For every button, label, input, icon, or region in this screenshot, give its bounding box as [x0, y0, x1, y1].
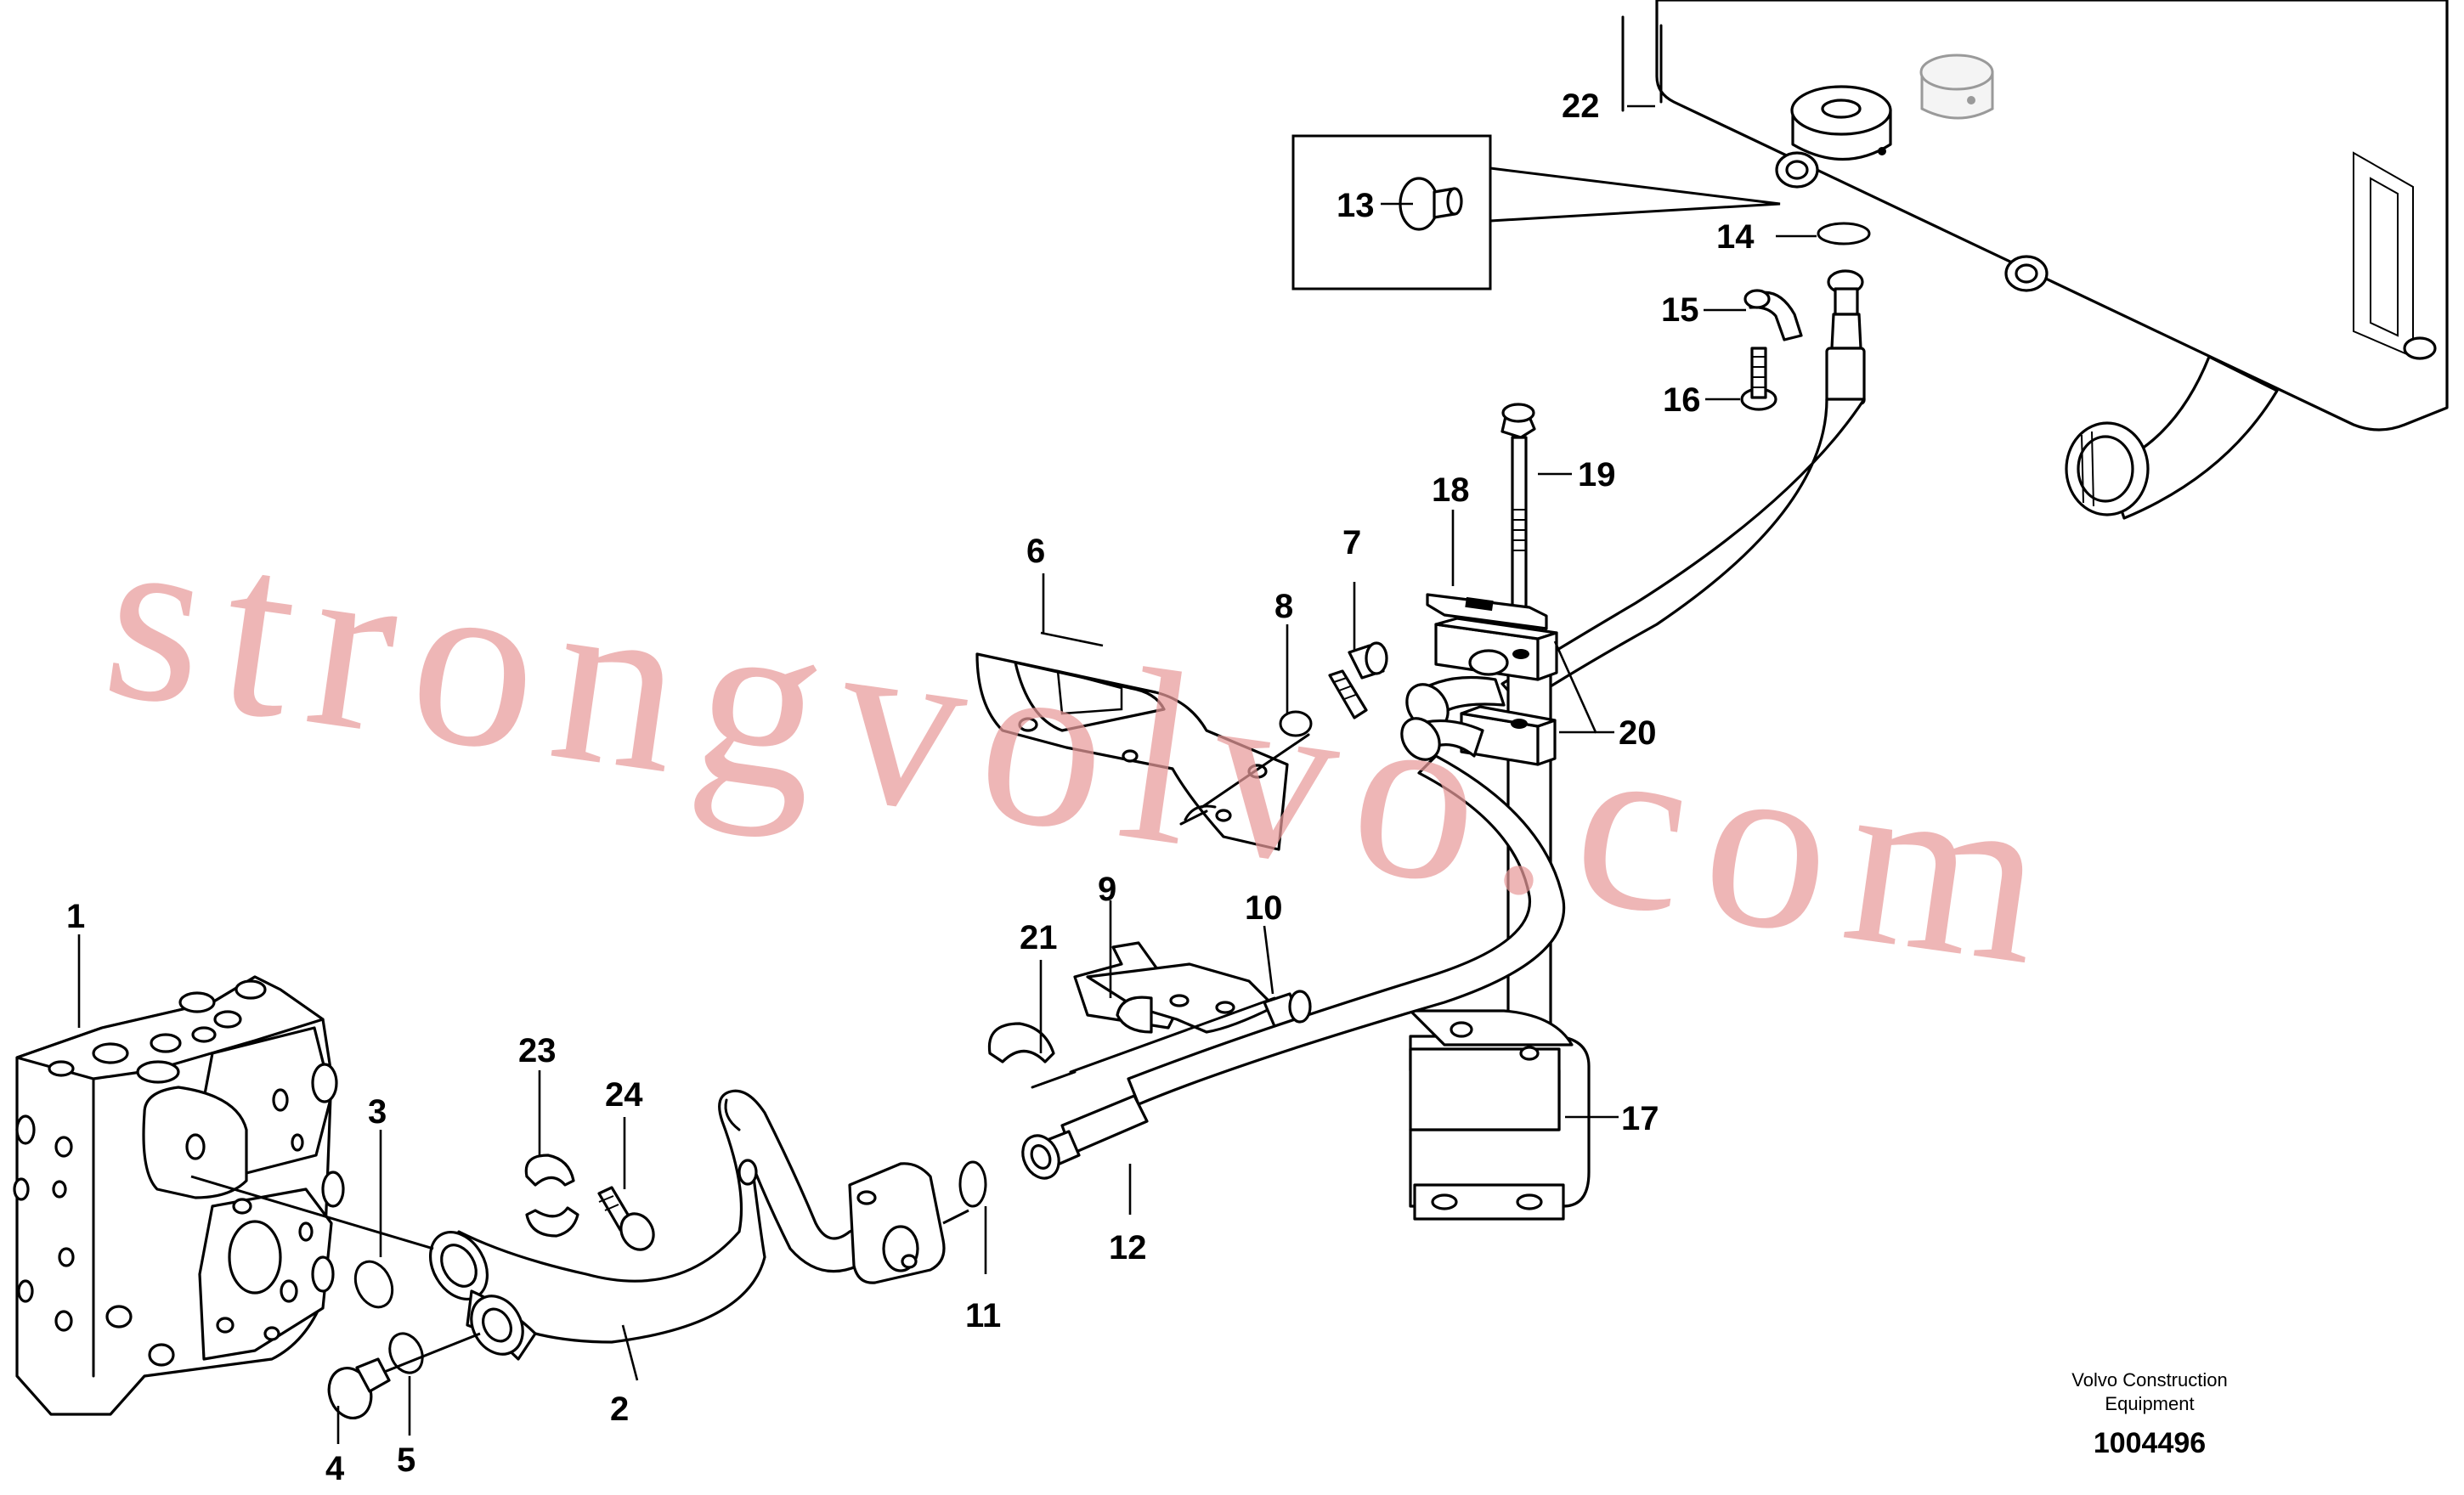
callout-18: 18 [1432, 471, 1470, 509]
upper-hose-assembly [1500, 222, 1871, 707]
callout-13: 13 [1337, 187, 1375, 224]
callout-9: 9 [1098, 871, 1116, 908]
callout-8: 8 [1274, 588, 1293, 625]
pipe-assembly-2 [190, 1089, 969, 1419]
callout-6: 6 [1026, 533, 1045, 570]
hydraulic-tank [1621, 0, 2449, 520]
callout-1: 1 [66, 898, 85, 935]
credit-line-2: Equipment [2105, 1393, 2194, 1414]
callout-7: 7 [1342, 524, 1361, 561]
leader-lines [77, 104, 1817, 1444]
callout-24: 24 [605, 1076, 643, 1114]
callout-15: 15 [1661, 291, 1699, 329]
watermark-text: strongvolvo.com [91, 475, 2079, 1019]
inset-detail-box [1291, 134, 1781, 291]
callout-14: 14 [1716, 218, 1755, 256]
clamp-assembly-18-19-20 [1400, 403, 1558, 766]
bolt-7-washer-8 [1279, 641, 1388, 737]
callout-20: 20 [1619, 714, 1657, 752]
callout-3: 3 [368, 1093, 387, 1131]
bracket-9-clamp-21 [987, 941, 1312, 1089]
callout-12: 12 [1109, 1229, 1147, 1267]
control-valve-block-1 [13, 975, 345, 1416]
hose-12 [958, 754, 1566, 1208]
bracket-6 [975, 652, 1310, 851]
callout-21: 21 [1020, 919, 1058, 956]
callout-4: 4 [325, 1450, 345, 1487]
callout-23: 23 [518, 1032, 557, 1069]
callout-5: 5 [397, 1441, 415, 1479]
callout-17: 17 [1621, 1100, 1659, 1137]
callout-10: 10 [1245, 889, 1283, 927]
credit-line-1: Volvo Construction [2071, 1369, 2227, 1391]
callout-22: 22 [1562, 87, 1600, 125]
callout-16: 16 [1663, 381, 1701, 419]
callout-labels: 1 2 3 4 5 6 7 8 9 10 11 12 13 14 15 16 1… [66, 87, 1755, 1487]
callout-11: 11 [965, 1297, 1001, 1334]
callout-19: 19 [1578, 456, 1616, 494]
clamp-23-bolt-24 [524, 1154, 655, 1251]
drawing-number: 1004496 [2094, 1427, 2206, 1459]
callout-2: 2 [610, 1391, 629, 1428]
